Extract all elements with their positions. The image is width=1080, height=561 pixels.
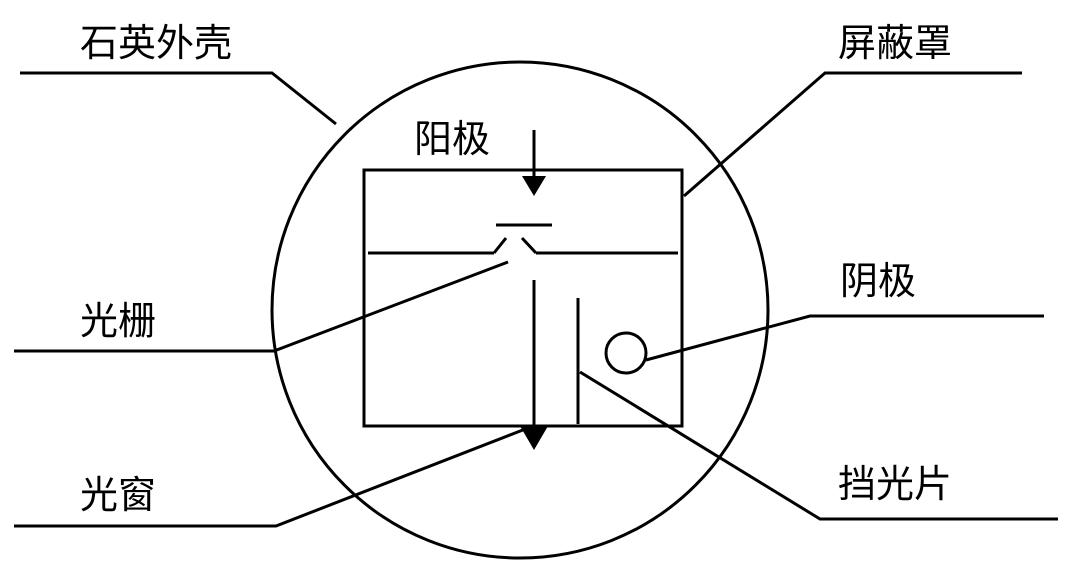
label-shield: 屏蔽罩 — [838, 21, 952, 65]
grating-slope-right — [520, 236, 538, 255]
grating-leader — [14, 260, 509, 353]
label-quartz-shell: 石英外壳 — [80, 21, 232, 65]
quartz-shell-leader — [20, 71, 337, 126]
label-cathode: 阴极 — [840, 259, 916, 303]
label-grating: 光栅 — [80, 299, 156, 343]
cathode-leader — [645, 314, 1044, 362]
label-window: 光窗 — [80, 473, 156, 517]
baffle-leader — [579, 370, 1058, 521]
grating-slope-left — [492, 237, 508, 254]
quartz-shell-circle — [270, 60, 770, 560]
window-arrowhead — [520, 426, 548, 450]
label-baffle: 挡光片 — [838, 462, 952, 506]
window-leader — [14, 426, 529, 528]
anode-arrowhead — [522, 176, 546, 196]
shield-leader — [683, 71, 1022, 198]
label-anode: 阳极 — [414, 117, 490, 161]
cathode-circle — [604, 331, 648, 375]
